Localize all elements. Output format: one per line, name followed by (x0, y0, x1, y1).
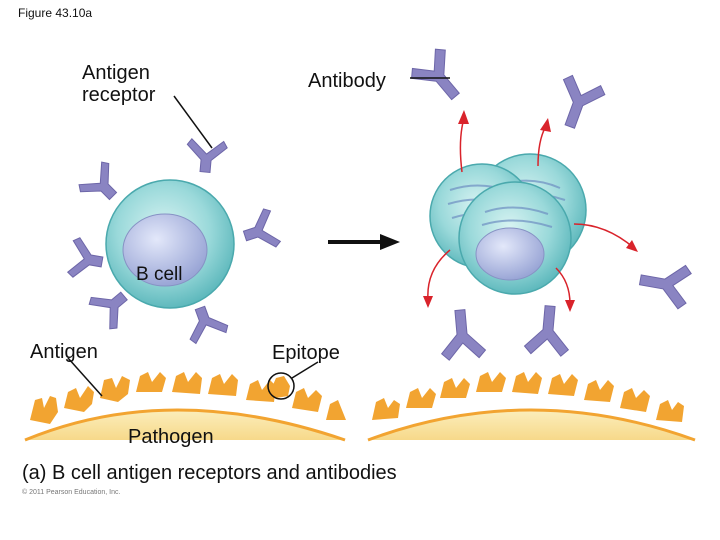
copyright-notice: © 2011 Pearson Education, Inc. (22, 489, 121, 496)
label-antibody: Antibody (308, 70, 386, 92)
figure-title: Figure 43.10a (18, 6, 93, 20)
label-antigen-receptor: Antigen receptor (82, 62, 156, 106)
label-antigen: Antigen (30, 341, 98, 363)
secretion-arrowheads (423, 110, 638, 312)
transition-arrow (328, 234, 400, 250)
leader-lines (67, 77, 450, 397)
label-epitope: Epitope (272, 342, 340, 364)
plasma-cells (429, 153, 587, 295)
epitope-marker (267, 372, 295, 400)
pathogen-left (24, 408, 346, 442)
figure-caption: (a) B cell antigen receptors and antibod… (22, 462, 397, 484)
antigen-row-right (372, 372, 684, 422)
b-cell-nucleus (122, 213, 208, 287)
b-cell (105, 179, 235, 309)
label-pathogen: Pathogen (128, 426, 214, 448)
antigen-row-left (30, 372, 346, 424)
pathogen-right (367, 408, 696, 442)
label-b-cell: B cell (136, 264, 183, 285)
